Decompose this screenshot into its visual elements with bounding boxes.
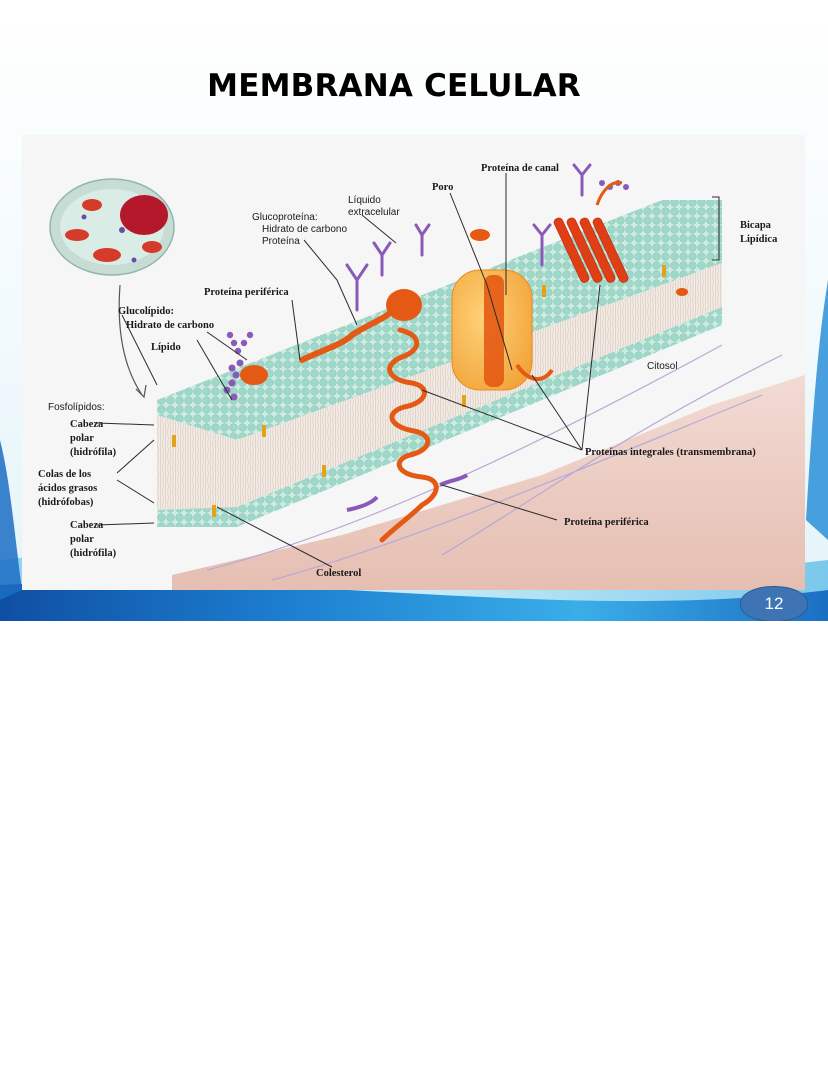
label-colesterol: Colesterol xyxy=(316,568,361,579)
small-protein-right xyxy=(676,288,688,296)
label-liquido-2: extracelular xyxy=(348,207,400,218)
multipass-transmembrane-protein xyxy=(553,180,629,283)
wave-right-edge xyxy=(806,280,828,540)
globular-protein xyxy=(386,289,422,321)
glycolipid-carbohydrate-2 xyxy=(226,331,254,355)
label-glucoproteina-3: Proteína xyxy=(262,236,300,247)
cytosol-region xyxy=(172,375,805,590)
label-fosfolipidos: Fosfolípidos: xyxy=(48,402,105,413)
zoom-arrowhead xyxy=(135,384,147,399)
zoom-arrow xyxy=(118,284,143,396)
label-glucolipido-1: Glucolípido: xyxy=(118,306,174,317)
label-bicapa-1: Bicapa xyxy=(740,220,772,231)
label-proteina-periferica-top: Proteína periférica xyxy=(204,287,289,298)
glycoprotein-carbohydrate xyxy=(345,163,592,312)
label-liquido-1: Líquido xyxy=(348,195,381,206)
cholesterol-molecules xyxy=(172,265,666,517)
helical-transmembrane-protein xyxy=(379,327,439,543)
glycolipid-protein-blob xyxy=(240,365,268,385)
peripheral-protein-top xyxy=(299,310,393,363)
label-colas-3: (hidrófobas) xyxy=(38,497,94,508)
slide: MEMBRANA CELULAR xyxy=(0,0,828,621)
label-cabeza-2-1: Cabeza xyxy=(70,520,104,531)
label-proteinas-integrales: Proteínas integrales (transmembrana) xyxy=(585,447,756,458)
label-cabeza-1-2: polar xyxy=(70,433,94,444)
label-cabeza-1-1: Cabeza xyxy=(70,419,104,430)
page-number-badge: 12 xyxy=(740,586,808,621)
cell-membrane-diagram: Proteína de canal Poro Líquido extracelu… xyxy=(22,135,805,590)
label-poro: Poro xyxy=(432,182,453,193)
label-glucoproteina-2: Hidrato de carbono xyxy=(262,224,347,235)
channel-protein xyxy=(451,269,554,391)
label-colas-1: Colas de los xyxy=(38,469,91,480)
label-glucoproteina-1: Glucoproteína: xyxy=(252,212,318,223)
wave-left-edge xyxy=(0,440,22,600)
label-citosol: Citosol xyxy=(647,361,678,372)
label-lipido: Lípido xyxy=(151,342,181,353)
label-colas-2: ácidos grasos xyxy=(38,483,97,494)
label-proteina-periferica-bottom: Proteína periférica xyxy=(564,517,649,528)
label-cabeza-2-3: (hidrófila) xyxy=(70,548,117,559)
label-cabeza-2-2: polar xyxy=(70,534,94,545)
peripheral-protein-bottom xyxy=(346,495,379,512)
small-protein-top xyxy=(470,229,490,241)
label-glucolipido-2: Hidrato de carbono xyxy=(126,320,214,331)
label-proteina-canal: Proteína de canal xyxy=(481,163,559,174)
slide-title: MEMBRANA CELULAR xyxy=(207,68,581,104)
label-bicapa-2: Lipídica xyxy=(740,234,778,245)
label-cabeza-1-3: (hidrófila) xyxy=(70,447,117,458)
peripheral-protein-bottom-2 xyxy=(439,473,469,487)
cell-inset xyxy=(49,178,175,276)
leader-lines xyxy=(96,173,720,568)
wave-dark xyxy=(0,582,828,621)
